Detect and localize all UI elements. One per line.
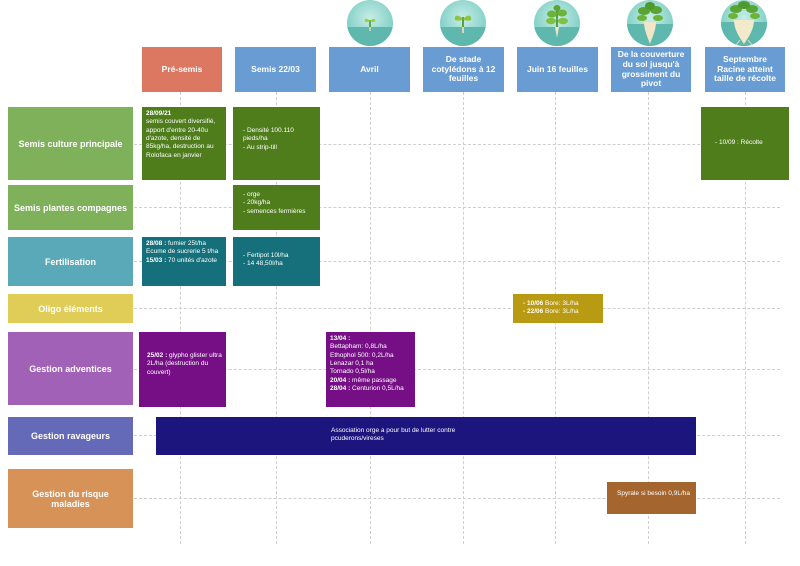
row-label-semis-culture: Semis culture principale bbox=[8, 107, 133, 180]
column-header-avril: Avril bbox=[329, 47, 410, 92]
cell-text: - 10/09 : Récolte bbox=[715, 139, 763, 147]
column-header-semis: Semis 22/03 bbox=[235, 47, 316, 92]
cell-date: - 22/06 bbox=[523, 308, 544, 316]
cell-text: semis couvert diversifié, apport d'entre… bbox=[146, 118, 216, 159]
row-label-oligo: Oligo éléments bbox=[8, 294, 133, 323]
row-label-adventices: Gestion adventices bbox=[8, 332, 133, 405]
grid-hline-1 bbox=[134, 144, 780, 145]
cell-date: 28/04 : bbox=[330, 384, 351, 392]
cell-text: - semences fermières bbox=[243, 207, 306, 215]
mature-root-icon bbox=[721, 0, 767, 46]
root-pivot-icon bbox=[627, 0, 673, 46]
grid-vline-6 bbox=[648, 92, 649, 544]
column-header-couverture: De la couverture du sol jusqu'à grossime… bbox=[611, 47, 691, 92]
cell-date: 25/02 : bbox=[147, 352, 168, 359]
cell-text: Ethophol 500: 0,2L/ha bbox=[330, 351, 394, 359]
cell-date: 28/09/21 bbox=[146, 110, 172, 117]
cell-text: Centurion 0,5L/ha bbox=[350, 384, 404, 392]
column-header-septembre: Septembre Racine atteint taille de récol… bbox=[705, 47, 785, 92]
cell-date: 15/03 : bbox=[146, 256, 167, 264]
grid-hline-4 bbox=[134, 308, 780, 309]
young-plant-icon bbox=[534, 0, 580, 46]
column-header-pre-semis: Pré-semis bbox=[142, 47, 222, 92]
grid-hline-3 bbox=[134, 261, 780, 262]
column-header-cotyledons: De stade cotylédons à 12 feuilles bbox=[423, 47, 504, 92]
grid-vline-4 bbox=[463, 92, 464, 544]
cell-text: Lenazar 0,1 ha bbox=[330, 359, 374, 367]
cell-text: Spyrale si besoin 0,9L/ha bbox=[617, 490, 690, 497]
sprout-icon bbox=[347, 0, 393, 46]
grid-hline-2 bbox=[134, 207, 780, 208]
grid-vline-3 bbox=[370, 92, 371, 544]
cell-text: - Fertipot 10l/ha bbox=[243, 252, 289, 259]
cell-text: Association orge a pour but de lutter co… bbox=[331, 427, 456, 443]
row-label-fertilisation: Fertilisation bbox=[8, 237, 133, 286]
cell-oligo: - 10/06 Bore: 3L/ha - 22/06 Bore: 3L/ha bbox=[513, 294, 603, 323]
cell-text: 70 unités d'azote bbox=[166, 256, 217, 264]
cell-date: - 10/06 bbox=[523, 300, 544, 307]
row-label-plantes-compagnes: Semis plantes compagnes bbox=[8, 185, 133, 230]
cell-compagnes: - orge - 20kg/ha - semences fermières bbox=[233, 185, 320, 230]
column-header-juin: Juin 16 feuilles bbox=[517, 47, 598, 92]
grid-hline-7 bbox=[134, 498, 780, 499]
cell-semis-2203: - Densité 100.110 pieds/ha - Au strip-ti… bbox=[233, 107, 320, 180]
cell-text: - Au strip-till bbox=[243, 143, 277, 151]
cell-text: Bore: 3L/ha bbox=[543, 308, 579, 316]
cell-text: - 14 48,50l/ha bbox=[243, 260, 283, 268]
cell-fertilisation-semis: - Fertipot 10l/ha - 14 48,50l/ha bbox=[233, 237, 320, 286]
cell-text: - orge bbox=[243, 191, 260, 198]
cell-semis-pre: 28/09/21 semis couvert diversifié, appor… bbox=[142, 107, 226, 180]
seedling-icon bbox=[440, 0, 486, 46]
cell-date: 28/08 : bbox=[146, 240, 167, 247]
cell-fertilisation-pre: 28/08 : fumier 25t/ha Ecume de sucrerie … bbox=[142, 237, 226, 286]
grid-hline-5 bbox=[134, 369, 780, 370]
cell-text: Bettapham: 0,8L/ha bbox=[330, 343, 387, 351]
cell-date: 20/04 : bbox=[330, 376, 351, 384]
cell-adventices-pre: 25/02 : glypho glister ultra 2L/ha (dest… bbox=[139, 332, 226, 407]
cell-text: Tornado 0,5l/ha bbox=[330, 368, 375, 376]
cell-text: glypho glister ultra 2L/ha (destruction … bbox=[147, 352, 222, 376]
row-label-maladies: Gestion du risque maladies bbox=[8, 469, 133, 528]
cell-maladies: Spyrale si besoin 0,9L/ha bbox=[607, 482, 696, 514]
cell-text: - Densité 100.110 pieds/ha bbox=[243, 127, 294, 143]
grid-vline-2 bbox=[276, 92, 277, 544]
grid-vline-1 bbox=[180, 92, 181, 544]
cell-ravageurs: Association orge a pour but de lutter co… bbox=[156, 417, 696, 455]
cell-adventices-avril: 13/04 : Bettapham: 0,8L/ha Ethophol 500:… bbox=[326, 332, 415, 407]
cell-text: fumier 25t/ha Ecume de sucrerie 5 t/ha bbox=[146, 240, 219, 256]
grid-vline-7 bbox=[745, 92, 746, 544]
row-label-ravageurs: Gestion ravageurs bbox=[8, 417, 133, 455]
cell-date: 13/04 : bbox=[330, 335, 351, 342]
cell-text: - 20kg/ha bbox=[243, 199, 271, 207]
cell-text: Bore: 3L/ha bbox=[543, 300, 579, 307]
cell-text: même passage bbox=[350, 376, 397, 384]
cell-recolte: - 10/09 : Récolte bbox=[701, 107, 789, 180]
